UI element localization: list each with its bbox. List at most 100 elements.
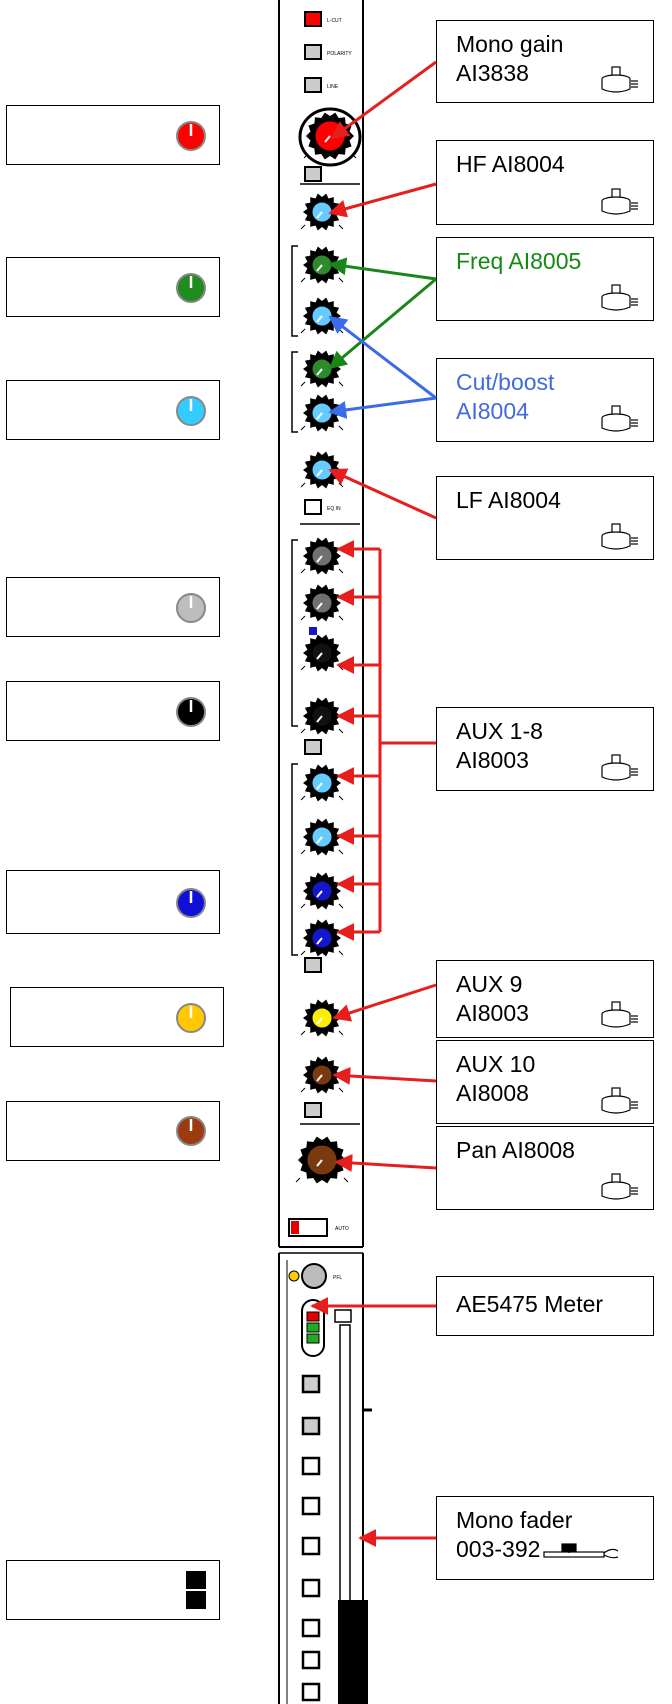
- line-label: LINE: [327, 84, 339, 90]
- knob-tick: [300, 665, 306, 671]
- right-part-label: Cut/boost AI8004: [456, 369, 555, 424]
- knob-tick: [338, 568, 344, 574]
- knob-tick: [300, 1030, 306, 1036]
- pot-icon: [601, 1173, 638, 1200]
- aux-5-knob: [300, 764, 344, 802]
- knob-tick: [338, 381, 344, 387]
- knob-tick: [300, 728, 306, 734]
- pot-body: [601, 767, 631, 781]
- knob-indicator-icon: [176, 1003, 206, 1033]
- pot-icon: [601, 1001, 638, 1028]
- cut-boost-arrow-1: [328, 315, 437, 400]
- fader-slot: [339, 1324, 351, 1704]
- meter-led-green: [306, 1333, 320, 1344]
- eq-in-label: EQ IN: [327, 506, 341, 512]
- knob-tick: [295, 1177, 301, 1183]
- pot-icon: [601, 754, 638, 781]
- knob-tick: [300, 795, 306, 801]
- route-switch: [301, 1496, 321, 1516]
- aux-2-knob: [300, 584, 344, 622]
- knob-tick: [300, 615, 306, 621]
- aux-9-knob: [300, 999, 344, 1037]
- knob-tick: [351, 153, 357, 159]
- knob-pointer: [316, 836, 323, 844]
- hf-arrow: [328, 182, 437, 218]
- route-switch: [301, 1536, 321, 1556]
- knob-tick: [300, 482, 306, 488]
- knob-pointer: [316, 1017, 323, 1025]
- knob-tick: [338, 728, 344, 734]
- right-part-label: Mono gain AI3838: [456, 31, 564, 86]
- right-part-box: [436, 1496, 654, 1580]
- gain-ring: [298, 107, 362, 167]
- hmf-gain-knob: [300, 297, 344, 335]
- knob-pointer: [316, 211, 323, 219]
- knob-tick: [300, 381, 306, 387]
- right-part-box: [436, 140, 654, 225]
- pot-body: [601, 418, 631, 432]
- pot-body: [601, 1100, 631, 1114]
- knob-tick: [338, 328, 344, 334]
- aux-7-knob: [300, 872, 344, 910]
- knob-tick: [300, 328, 306, 334]
- meter-led-green: [306, 1322, 320, 1333]
- fader-cap: [561, 1543, 577, 1552]
- pot-icon: [601, 284, 638, 311]
- route-switch: [301, 1650, 321, 1670]
- eq-in-switch: [304, 499, 322, 515]
- left-part-box: [6, 1560, 220, 1620]
- knob-indicator-icon: [176, 593, 206, 623]
- knob-pointer: [316, 555, 323, 563]
- knob-pointer: [316, 469, 323, 477]
- route-switch: [301, 1416, 321, 1436]
- pot-body: [601, 201, 631, 215]
- cut-boost-arrow-2: [328, 396, 437, 419]
- knob-indicator-icon: [176, 121, 206, 151]
- right-part-label: AUX 10 AI8008: [456, 1051, 536, 1106]
- knob-pointer: [316, 264, 323, 272]
- route-switch: [301, 1374, 321, 1394]
- route-switch: [301, 1618, 321, 1638]
- right-part-box: [436, 1276, 654, 1336]
- lf-knob: [300, 451, 344, 489]
- pot-body: [601, 297, 631, 311]
- knob-indicator-icon: [176, 273, 206, 303]
- knob-tick: [300, 849, 306, 855]
- hf-switch: [304, 166, 322, 182]
- knob-pointer: [316, 890, 323, 898]
- line-switch: [304, 77, 322, 93]
- knob-tick: [300, 903, 306, 909]
- knob-tick: [300, 1087, 306, 1093]
- knob-pointer: [316, 315, 323, 323]
- mono-gain-arrow: [330, 60, 437, 140]
- knob-tick: [338, 849, 344, 855]
- knob-tick: [300, 950, 306, 956]
- right-part-label: HF AI8004: [456, 151, 565, 177]
- pfl-label: PFL: [333, 1275, 342, 1281]
- mono-gain-knob: [303, 112, 357, 160]
- knob-tick: [338, 903, 344, 909]
- knob-tick: [300, 568, 306, 574]
- lmf-gain-knob: [300, 394, 344, 432]
- lmf-freq-knob: [300, 350, 344, 388]
- knob-pointer: [316, 1159, 323, 1167]
- pot-body: [601, 79, 631, 93]
- right-part-label: AE5475 Meter: [456, 1291, 604, 1317]
- lo-cut-switch: [304, 11, 322, 27]
- auto-label: AUTO: [335, 1226, 349, 1232]
- knob-pointer: [316, 412, 323, 420]
- group-bracket: [291, 245, 298, 337]
- square-button-icon: [186, 1571, 206, 1609]
- lf-arrow: [328, 468, 437, 520]
- aux-pre-post-switch-2: [304, 957, 322, 973]
- group-bracket: [291, 351, 298, 433]
- knob-tick: [338, 224, 344, 230]
- knob-tick: [300, 425, 306, 431]
- knob-pointer: [316, 602, 323, 610]
- route-switch: [301, 1578, 321, 1598]
- knob-tick: [303, 153, 309, 159]
- fader-rail: [543, 1551, 605, 1558]
- aux-6-knob: [300, 818, 344, 856]
- pot-icon: [601, 66, 638, 93]
- pot-body: [601, 1014, 631, 1028]
